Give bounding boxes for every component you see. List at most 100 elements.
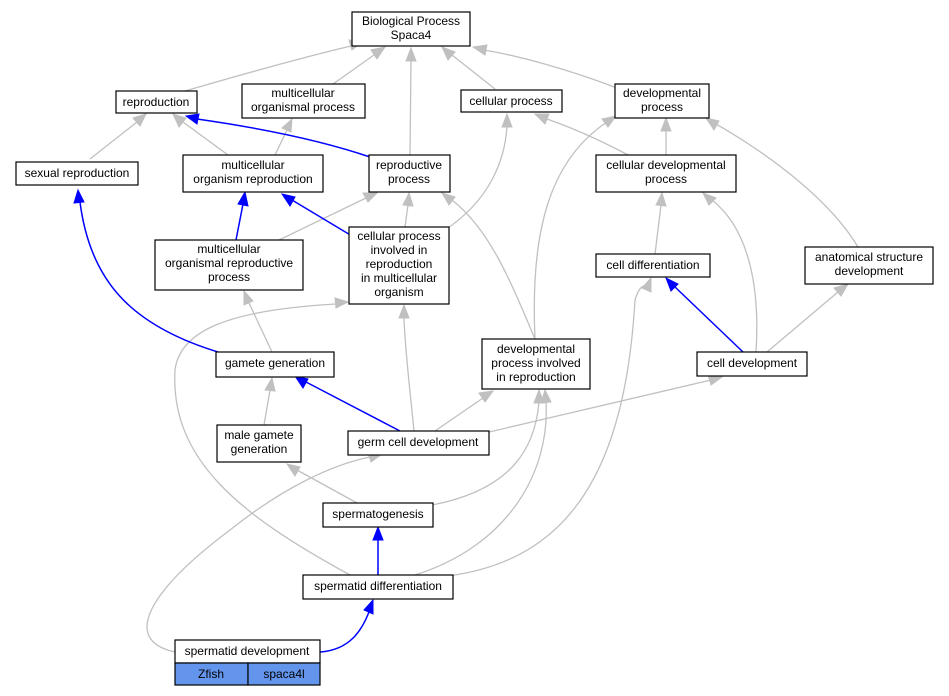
arrowhead (172, 113, 187, 128)
edge-gamete-sexual (79, 201, 219, 353)
node-multicellular-organism-reproduction[interactable]: multicellular organism reproduction (182, 154, 324, 193)
node-label: organism (374, 285, 423, 299)
arrowhead (73, 188, 85, 204)
node-label: spermatid differentiation (314, 579, 442, 593)
edge-reproduction-bp (184, 45, 352, 92)
edge-asd-devproc (715, 123, 859, 248)
node-label: anatomical structure (815, 250, 923, 264)
node-label: sexual reproduction (25, 166, 130, 180)
node-label: reproductive (376, 158, 442, 172)
arrowhead (833, 283, 850, 297)
edge-morp-mor (235, 203, 244, 241)
edge-male-gamete (263, 389, 271, 426)
node-developmental-process-involved-in-reproduction[interactable]: developmental process involved in reprod… (481, 338, 591, 390)
node-label: process involved (491, 356, 580, 370)
node-label: cellular process (469, 94, 552, 108)
arrowhead (293, 375, 309, 389)
edge-spermato-dpir (431, 401, 540, 506)
node-anatomical-structure-development[interactable]: anatomical structure development (804, 246, 934, 285)
node-label: process (645, 172, 687, 186)
edge-reprocess-reproduction (196, 118, 371, 158)
node-biological-process[interactable]: Biological Process Spaca4 (351, 11, 471, 47)
node-cellular-developmental-process[interactable]: cellular developmental process (595, 154, 737, 193)
arrowhead (665, 276, 679, 292)
node-male-gamete-generation[interactable]: male gamete generation (216, 424, 302, 463)
node-spermatid-differentiation[interactable]: spermatid differentiation (302, 574, 454, 600)
node-label: multicellular (221, 158, 284, 172)
node-developmental-process[interactable]: developmental process (614, 83, 710, 119)
edge-sdiff-celldiff (447, 285, 647, 577)
node-cellular-process-involved-in-reproduction[interactable]: cellular process involved in reproductio… (348, 226, 450, 305)
arrowhead (660, 116, 672, 132)
edge-germcell-cpir (403, 317, 415, 432)
arrowhead (372, 525, 384, 541)
edge-mop-bp (332, 54, 375, 85)
edge-morp-reprocess (278, 197, 367, 241)
edge-devproc-bp (483, 49, 618, 89)
node-reproductive-process[interactable]: reproductive process (368, 154, 451, 193)
edge-sdev-germcell (146, 456, 371, 653)
arrowhead (370, 46, 387, 60)
node-reproduction[interactable]: reproduction (115, 90, 198, 114)
arrowhead (132, 113, 147, 127)
arrowhead (701, 192, 717, 206)
node-label: organismal reproductive (165, 256, 293, 270)
node-label: process (388, 172, 430, 186)
node-label: cell differentiation (606, 258, 699, 272)
arrowhead (334, 297, 350, 309)
edge-celldev-asd (766, 291, 839, 353)
gene-cell[interactable] (247, 662, 321, 686)
node-cell-development[interactable]: cell development (696, 351, 808, 377)
edge-germcell-gamete (305, 381, 401, 432)
arrowhead (237, 190, 249, 207)
node-label: organismal process (251, 100, 355, 114)
arrowhead (363, 598, 374, 615)
node-label: spermatid development (185, 644, 310, 658)
node-label: involved in (371, 243, 428, 257)
arrowhead (243, 289, 254, 306)
node-cellular-process[interactable]: cellular process (460, 89, 563, 113)
node-label: spermatogenesis (332, 507, 423, 521)
node-gamete-generation[interactable]: gamete generation (215, 351, 335, 378)
arrowhead (405, 46, 417, 62)
node-germ-cell-development[interactable]: germ cell development (347, 430, 490, 456)
arrowhead (280, 193, 296, 207)
edge-reprocess-bp (409, 59, 412, 156)
edge-cpir-mor (291, 199, 353, 237)
edge-celldev-cdp (711, 199, 758, 353)
node-label: Biological Process (362, 14, 460, 28)
node-label: generation (231, 442, 288, 456)
arrowhead (402, 191, 414, 207)
edge-germcell-dpir (434, 397, 484, 432)
gene-label: spaca4l (263, 667, 304, 681)
node-label: gamete generation (225, 356, 325, 370)
node-label: multicellular (197, 242, 260, 256)
node-multicellular-organismal-reproductive-process[interactable]: multicellular organismal reproductive pr… (154, 239, 304, 291)
node-sexual-reproduction[interactable]: sexual reproduction (15, 161, 139, 186)
species-label: Zfish (198, 667, 224, 681)
node-label: process (208, 270, 250, 284)
node-label: reproduction (366, 257, 433, 271)
edge-cdp-cellular (546, 118, 631, 157)
arrowhead (641, 276, 652, 293)
edge-dpir-reprocess (451, 199, 536, 340)
edge-dpir-devproc (533, 121, 608, 340)
arrowhead (281, 117, 293, 133)
part-of-edges (73, 113, 744, 653)
node-spermatogenesis[interactable]: spermatogenesis (322, 502, 434, 528)
is-a-edges (89, 39, 859, 653)
node-spermatid-development[interactable]: spermatid development Zfish spaca4l (174, 639, 321, 686)
arrowhead (285, 463, 301, 477)
node-label: development (835, 264, 904, 278)
edge-sdev-sdiff (319, 611, 370, 653)
edge-cpir-reprocess (404, 204, 409, 228)
arrowhead (501, 112, 513, 128)
node-cell-differentiation[interactable]: cell differentiation (595, 253, 711, 278)
arrowhead (601, 115, 618, 128)
arrowhead (704, 117, 720, 131)
node-label: cellular developmental (606, 158, 725, 172)
arrowhead (655, 191, 667, 207)
node-multicellular-organismal-process[interactable]: multicellular organismal process (241, 83, 366, 119)
node-label: developmental (497, 342, 575, 356)
arrowhead (264, 376, 276, 392)
